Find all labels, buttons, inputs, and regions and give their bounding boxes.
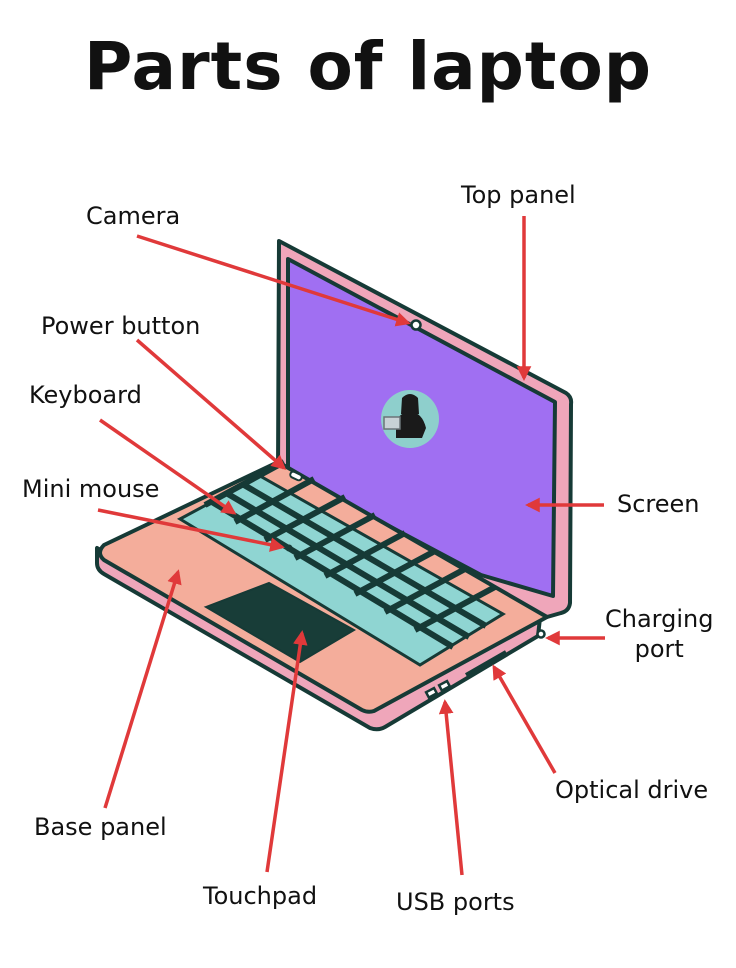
usb-port (437, 679, 452, 693)
label-keyboard: Keyboard (29, 381, 142, 409)
label-screen: Screen (617, 490, 700, 518)
optical-drive-slot (465, 650, 507, 677)
usb-port (424, 686, 439, 700)
avatar (381, 390, 439, 448)
label-charging-port: Charging port (605, 604, 713, 664)
arrow-touchpad (265, 630, 308, 873)
mini-mouse-dot (285, 544, 293, 552)
arrow-optical-drive (492, 664, 557, 774)
arrow-usb-ports (438, 699, 464, 876)
label-base-panel: Base panel (34, 813, 167, 841)
label-mini-mouse: Mini mouse (22, 475, 160, 503)
keyboard-key-grid (203, 459, 497, 650)
camera-icon (410, 319, 422, 331)
arrow-camera (136, 234, 411, 327)
label-charging-port-line1: Charging (605, 605, 714, 633)
label-optical-drive: Optical drive (555, 776, 709, 804)
label-charging-port-line2: port (634, 635, 684, 663)
side-ports (424, 629, 546, 700)
laptop-base (95, 459, 549, 732)
power-button (289, 470, 303, 482)
label-power-button: Power button (41, 312, 201, 340)
arrow-mini-mouse (97, 508, 285, 552)
touchpad (203, 581, 357, 664)
callout-arrows (97, 216, 605, 876)
base-edge (95, 546, 542, 732)
page-title: Parts of laptop (83, 28, 653, 105)
label-usb-ports: USB ports (396, 888, 515, 916)
label-top-panel: Top panel (461, 181, 576, 209)
arrow-keyboard (99, 418, 237, 515)
label-touchpad: Touchpad (203, 882, 318, 910)
arrow-power-button (135, 338, 287, 470)
arrow-base-panel (103, 569, 182, 809)
charging-port (536, 629, 546, 639)
laptop-lid (276, 239, 574, 619)
label-camera: Camera (86, 202, 181, 230)
